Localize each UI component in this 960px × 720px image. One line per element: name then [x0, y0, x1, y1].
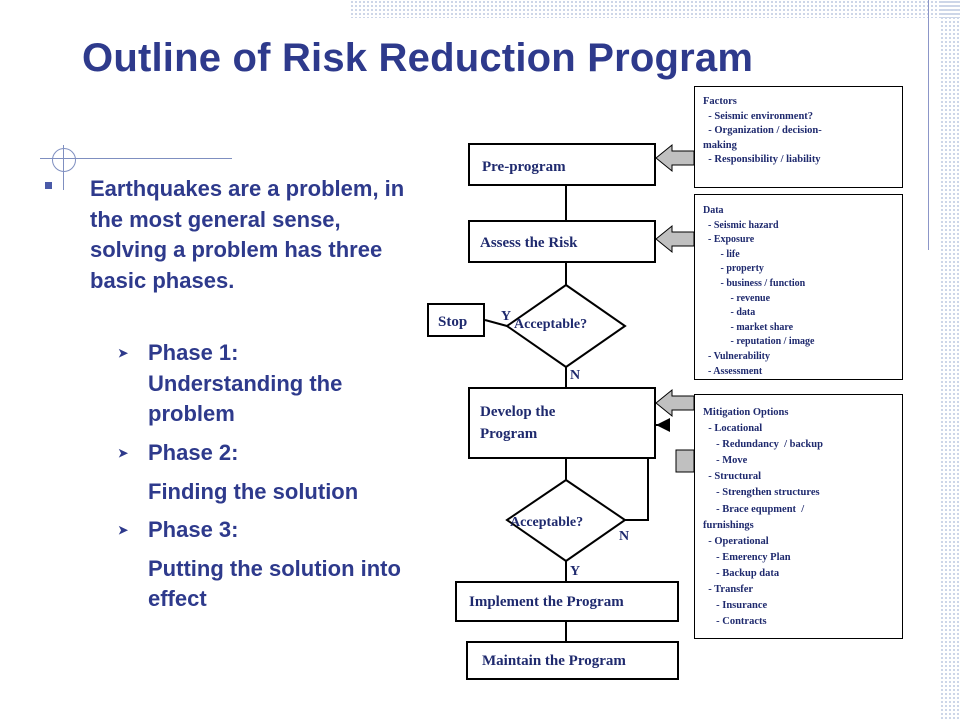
assess-risk-box: Assess the Risk — [468, 220, 656, 263]
intro-text: Earthquakes are a problem, in the most g… — [90, 176, 405, 293]
phase-3-desc: Putting the solution into effect — [148, 555, 401, 612]
top-texture — [350, 0, 960, 18]
factors-line: - Responsibility / liability — [703, 154, 821, 165]
decision-diamond-2 — [505, 478, 627, 563]
phase-3: Phase 3: Putting the solution into effec… — [148, 515, 428, 615]
mitigation-feedback-icon — [675, 449, 695, 473]
data-line: - Assessment — [703, 365, 763, 377]
mitigation-line: - Locational — [703, 423, 763, 435]
data-line: - business / function — [703, 277, 806, 289]
decision-diamond-1 — [505, 283, 627, 369]
yes-label-1: Y — [501, 309, 512, 324]
arrow-bullet-icon: ➤ — [118, 346, 129, 360]
data-line: - Exposure — [703, 234, 755, 246]
data-line: - data — [703, 307, 756, 319]
mitigation-line: furnishings — [703, 519, 754, 531]
bullet-square-icon — [45, 182, 52, 189]
phase-2: Phase 2: Finding the solution — [148, 438, 428, 507]
no-label-2: N — [619, 529, 630, 544]
data-box: Data - Seismic hazard - Exposure - life … — [694, 194, 903, 380]
data-line: - life — [703, 248, 740, 260]
slide-title: Outline of Risk Reduction Program — [82, 36, 754, 80]
factors-line: Factors — [703, 96, 737, 107]
develop-program-box: Develop the Program — [468, 387, 656, 459]
decorative-line — [40, 158, 232, 159]
mitigation-line: - Redundancy / backup — [703, 439, 823, 451]
mitigation-arrow-icon — [655, 388, 695, 418]
acceptable-label-2: Acceptable? — [510, 515, 584, 530]
mitigation-line: - Backup data — [703, 567, 780, 579]
mitigation-line: - Insurance — [703, 600, 768, 612]
phase-1-desc: Understanding the problem — [148, 370, 343, 427]
decorative-rule — [928, 0, 929, 250]
phase-1: Phase 1: Understanding the problem — [148, 338, 428, 430]
pre-program-box: Pre-program — [468, 143, 656, 186]
phase-3-label: Phase 3: — [148, 517, 239, 542]
mitigation-line: - Emerency Plan — [703, 551, 791, 563]
yes-label-2: Y — [570, 564, 581, 579]
data-line: - reputation / image — [703, 336, 815, 348]
arrow-bullet-icon: ➤ — [118, 446, 129, 460]
factors-arrow-icon — [655, 143, 695, 173]
factors-box: Factors - Seismic environment? - Organiz… — [694, 86, 903, 188]
mitigation-line: - Transfer — [703, 584, 754, 596]
right-texture — [940, 0, 960, 720]
mitigation-line: - Contracts — [703, 616, 767, 628]
implement-program-box: Implement the Program — [455, 581, 679, 622]
phase-2-label: Phase 2: — [148, 440, 239, 465]
factors-line: - Organization / decision- — [703, 125, 822, 136]
mitigation-line: - Strengthen structures — [703, 487, 820, 499]
data-line: - property — [703, 263, 764, 275]
mitigation-box: Mitigation Options - Locational - Redund… — [694, 394, 903, 639]
decorative-circle — [52, 148, 76, 172]
data-line: - market share — [703, 321, 794, 333]
no-label-1: N — [570, 368, 581, 383]
data-arrow-icon — [655, 224, 695, 254]
mitigation-line: - Move — [703, 455, 748, 467]
mitigation-line: - Operational — [703, 535, 769, 547]
phase-1-label: Phase 1: — [148, 340, 239, 365]
stop-box: Stop — [427, 303, 485, 337]
connector-line — [484, 319, 508, 327]
mitigation-line: - Structural — [703, 471, 762, 483]
arrow-bullet-icon: ➤ — [118, 523, 129, 537]
mitigation-line: Mitigation Options — [703, 407, 789, 418]
data-line: - revenue — [703, 292, 771, 304]
maintain-program-box: Maintain the Program — [466, 641, 679, 680]
data-line: - Vulnerability — [703, 350, 770, 362]
data-line: - Seismic hazard — [703, 219, 779, 231]
acceptable-label-1: Acceptable? — [514, 317, 588, 332]
factors-line: making — [703, 139, 737, 151]
mitigation-line: - Brace equpment / — [703, 503, 805, 515]
decorative-crosshair — [63, 145, 64, 190]
phase-2-desc: Finding the solution — [148, 478, 359, 504]
data-line: Data — [703, 205, 724, 216]
feedback-arrow-icon — [656, 418, 670, 432]
factors-line: - Seismic environment? — [703, 110, 814, 122]
